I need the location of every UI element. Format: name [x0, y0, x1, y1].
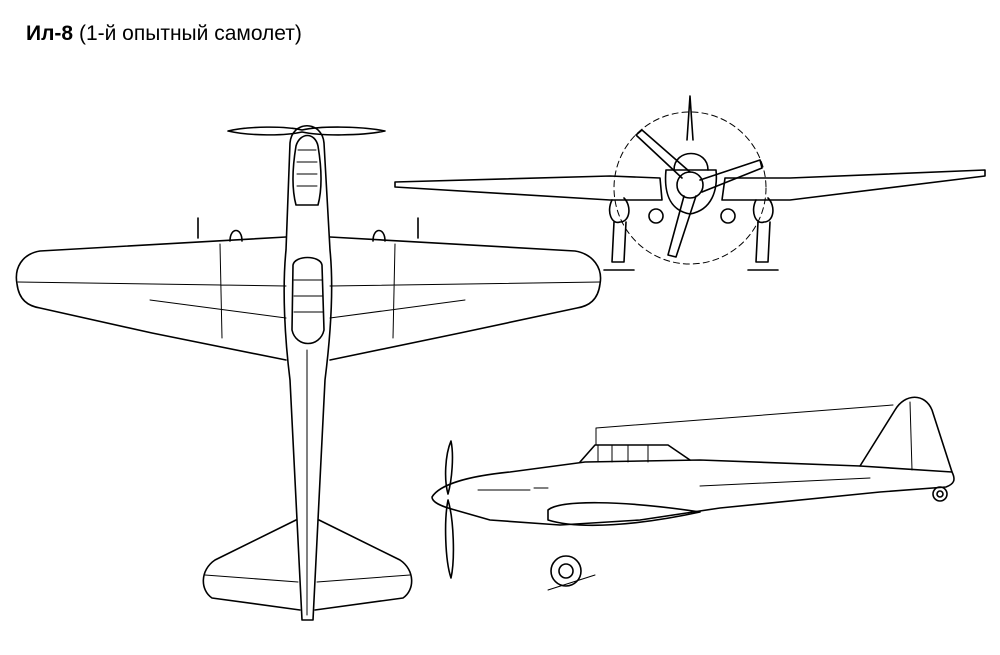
top-view-canopy-frames [294, 280, 323, 312]
side-view-fin [860, 397, 952, 472]
drawing-title: Ил-8 (1-й опытный самолет) [26, 22, 302, 46]
side-view-antenna-wire [596, 405, 893, 445]
front-view-bomb-right [721, 209, 735, 223]
side-view [432, 397, 954, 590]
top-view-engine-cowling [293, 136, 321, 206]
top-view-cowling-vents [297, 150, 317, 186]
top-view-wing [16, 237, 600, 360]
top-view-canopy [292, 258, 324, 344]
front-view-fin [687, 96, 693, 140]
top-view-horizontal-tail [203, 520, 411, 610]
side-view-fuselage-details [478, 478, 870, 490]
aircraft-subtitle: (1-й опытный самолет) [78, 22, 302, 45]
top-view-wing-lines [18, 244, 600, 338]
side-view-wing-root [548, 503, 700, 526]
side-view-tail-wheel-hub [937, 491, 943, 497]
top-view-fuselage [284, 126, 331, 620]
side-view-main-wheel [551, 556, 581, 586]
front-view-propeller-disc [614, 112, 766, 264]
front-view-landing-gear-right [748, 198, 778, 270]
side-view-canopy-frames [598, 445, 648, 462]
front-view-bomb-left [649, 209, 663, 223]
front-view-propeller-blades [636, 130, 762, 257]
top-view-tail-hinge [205, 575, 410, 582]
top-view-propeller [228, 127, 385, 135]
side-view-tail-wheel [933, 487, 947, 501]
side-view-fuselage [432, 460, 954, 525]
aircraft-designation: Ил-8 [26, 22, 74, 45]
front-view-wing-right [722, 170, 985, 200]
side-view-canopy [580, 445, 690, 462]
front-view [395, 96, 985, 270]
side-view-propeller [446, 441, 454, 578]
front-view-canopy [674, 154, 708, 171]
front-view-landing-gear-left [604, 198, 634, 270]
top-view [16, 126, 600, 620]
side-view-rudder-line [910, 402, 912, 470]
side-view-main-wheel-hub [559, 564, 573, 578]
top-view-wing-fairings [198, 218, 418, 241]
side-view-ground-line [548, 575, 595, 590]
front-view-wing-left [395, 176, 662, 200]
